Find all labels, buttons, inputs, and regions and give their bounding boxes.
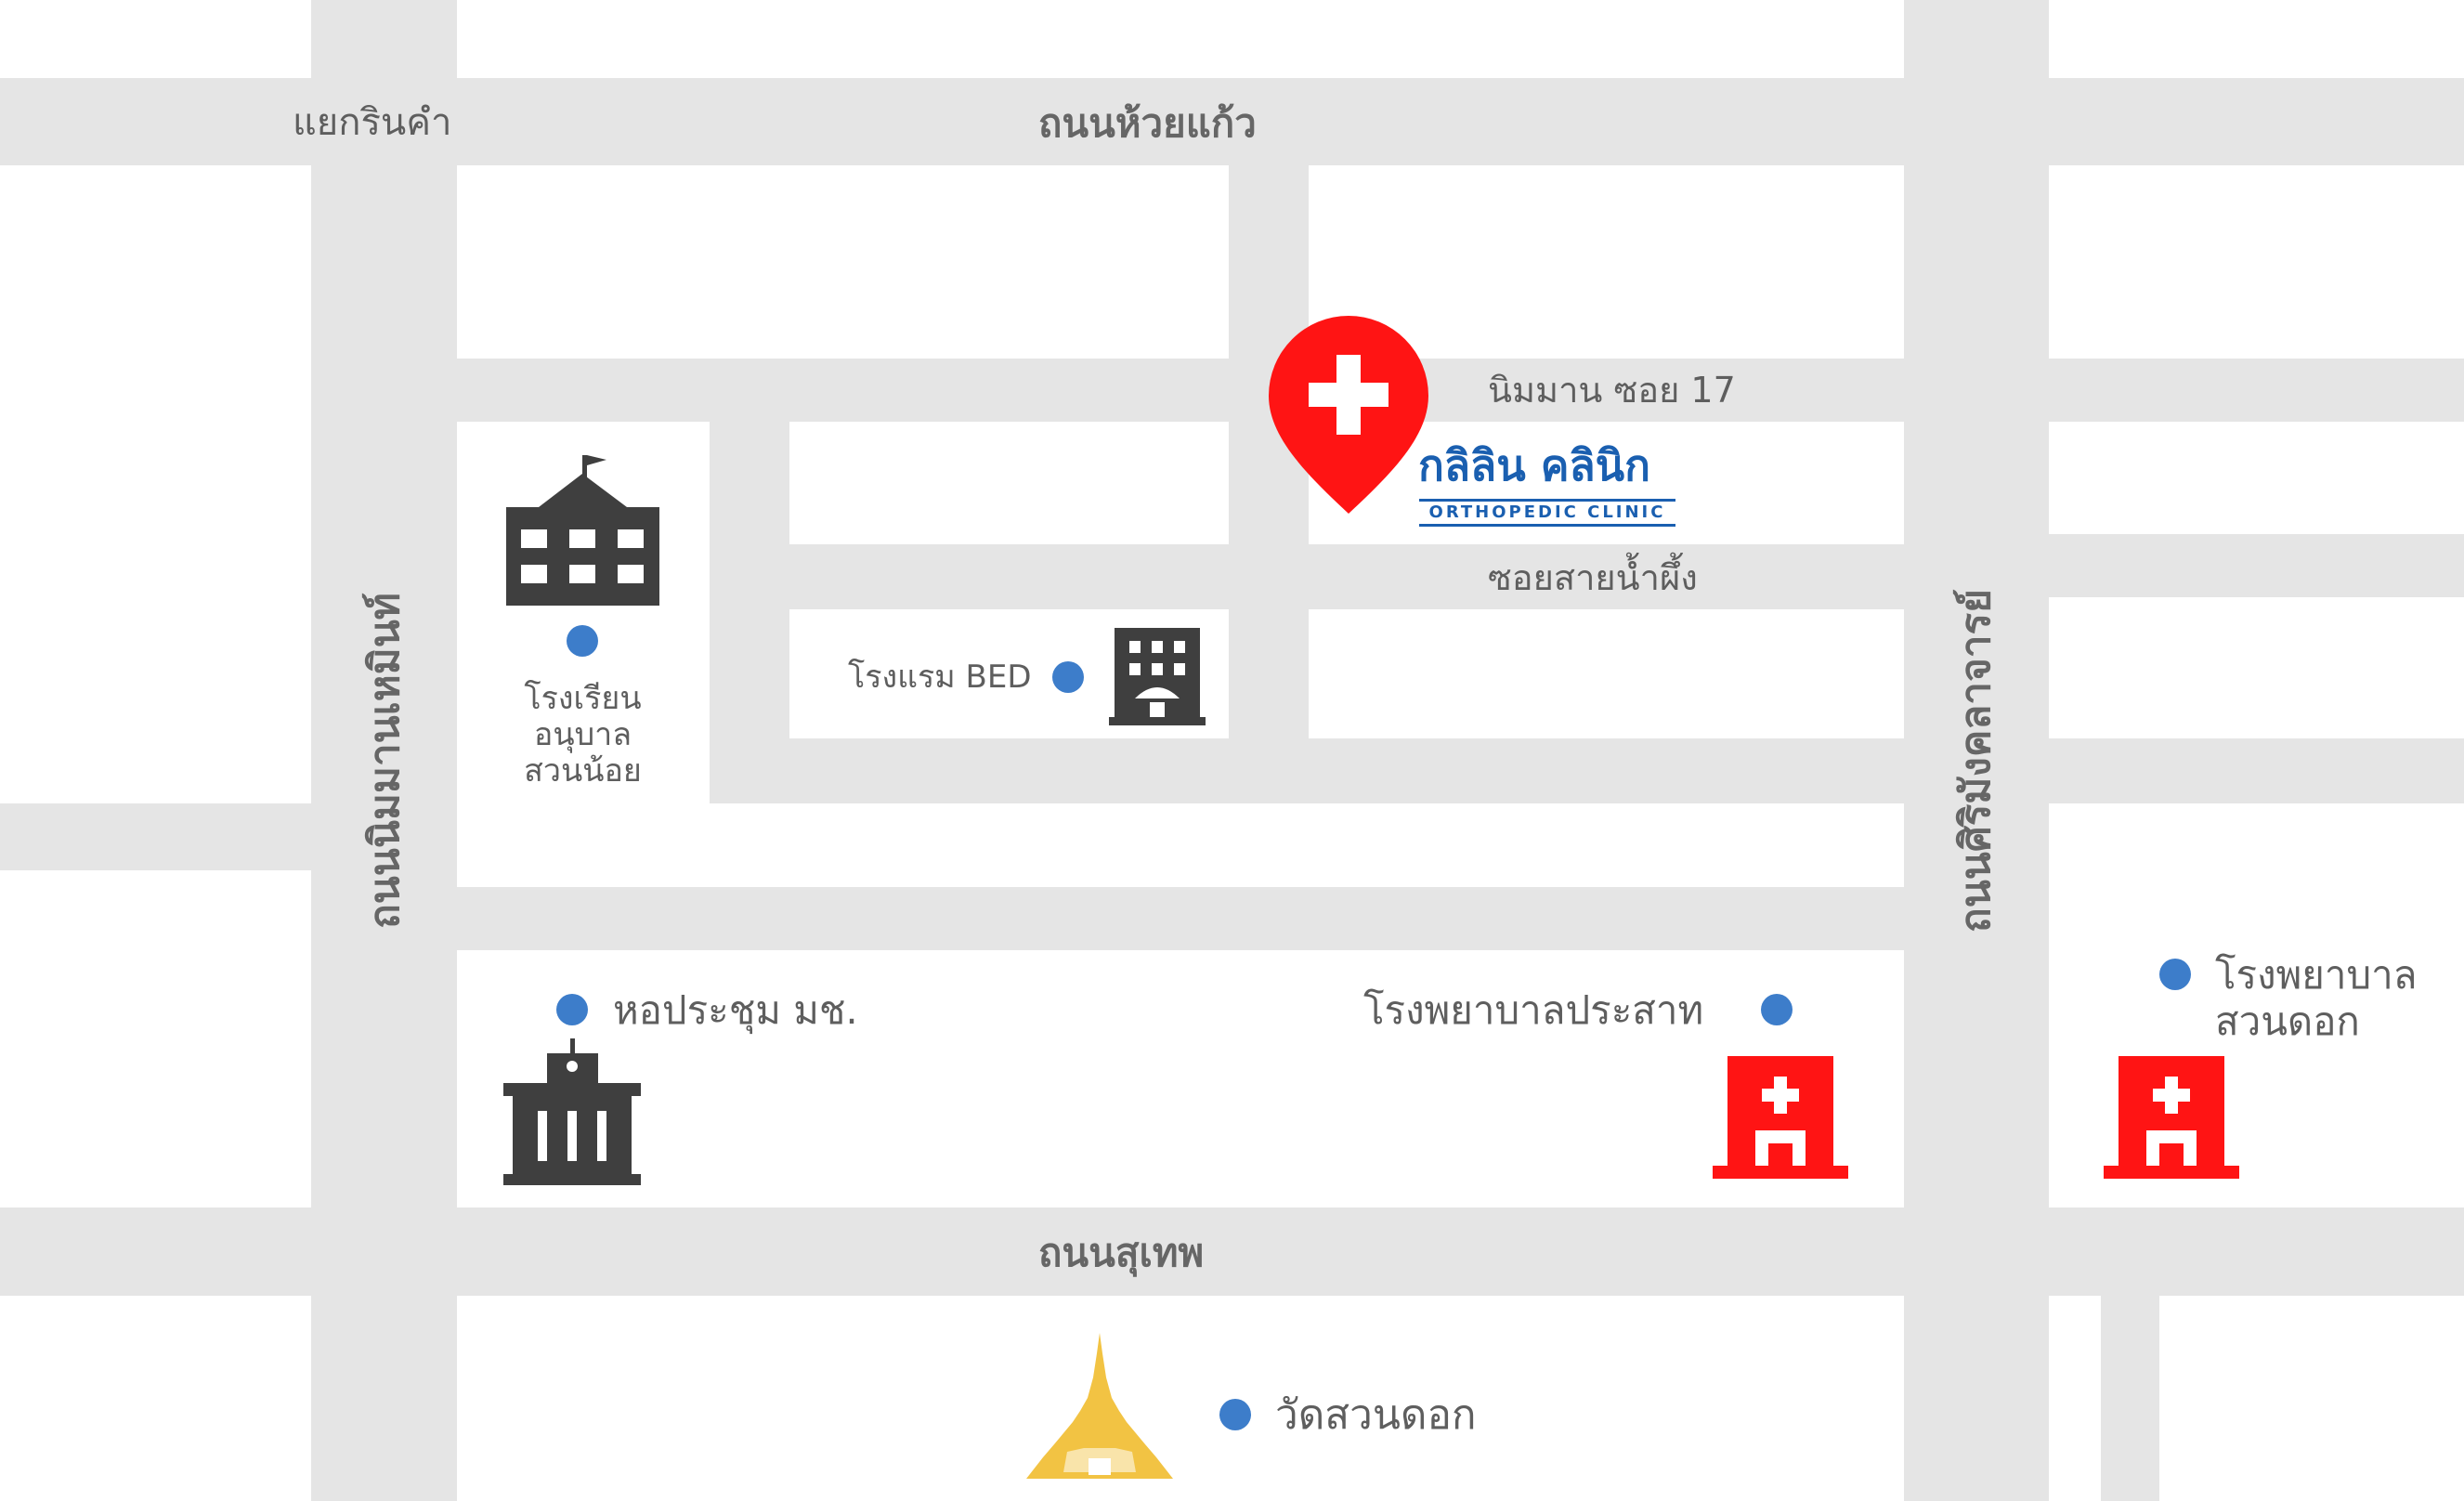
kindergarten-line-1: โรงเรียน — [524, 680, 642, 717]
road-label-siri-mangkalajarn: ถนนศิริมังคลาจารย์ — [1952, 589, 2000, 933]
kindergarten-line-3: สวนน้อย — [524, 752, 642, 790]
marker-dot-kindergarten — [567, 625, 598, 657]
road-east-2 — [2048, 534, 2464, 597]
road-east-stub — [2101, 1296, 2159, 1501]
road-label-huai-kaeo: ถนนห้วยแก้ว — [1038, 100, 1257, 146]
road-nimmanhaemin — [311, 0, 457, 1501]
temple-pagoda-icon — [1026, 1333, 1173, 1479]
road-soi-south — [711, 738, 1909, 803]
clinic-name-th: กลิลิน คลินิก — [1418, 440, 1650, 490]
marker-dot-suan-dok-hospital — [2159, 959, 2191, 990]
road-label-suthep: ถนนสุเทพ — [1038, 1230, 1205, 1275]
place-label-hotel: โรงแรม BED — [848, 659, 1032, 696]
place-label-kindergarten: โรงเรียน อนุบาล สวนน้อย — [483, 681, 683, 790]
road-label-nimman-soi-17: นิมมาน ซอย 17 — [1488, 370, 1736, 411]
place-label-suan-dok-hospital: โรงพยาบาล สวนดอก — [2215, 952, 2418, 1045]
hotel-building-icon — [1109, 628, 1206, 725]
road-east-1 — [2048, 359, 2464, 422]
road-mid-cross — [0, 803, 316, 870]
kindergarten-line-2: อนุบาล — [533, 716, 632, 753]
road-inner-central — [1229, 165, 1309, 803]
road-inner-west — [710, 422, 789, 803]
medical-cross-pin-icon[interactable] — [1269, 316, 1428, 514]
suan-dok-hospital-line-2: สวนดอก — [2215, 998, 2360, 1044]
hospital-icon — [1713, 1056, 1848, 1179]
clinic-name-en: ORTHOPEDIC CLINIC — [1419, 499, 1675, 527]
place-label-prasat-hospital: โรงพยาบาลประสาท — [1363, 987, 1704, 1033]
marker-dot-convention-hall — [556, 994, 588, 1025]
road-siri-mangkalajarn — [1904, 0, 2049, 1501]
place-label-wat-suan-dok: วัดสวนดอก — [1275, 1391, 1477, 1439]
road-nimman-soi-17 — [457, 359, 1906, 422]
road-label-soi-sai-nam-phueng: ซอยสายน้ำผึ้ง — [1488, 557, 1698, 598]
place-label-convention-hall: หอประชุม มช. — [613, 987, 858, 1033]
road-lower-cross — [457, 887, 1910, 950]
marker-dot-hotel — [1052, 661, 1084, 693]
hospital-icon — [2104, 1056, 2239, 1179]
road-east-3 — [2048, 738, 2464, 803]
hall-building-icon — [503, 1038, 641, 1185]
marker-dot-wat-suan-dok — [1219, 1399, 1251, 1430]
school-icon — [506, 455, 659, 606]
suan-dok-hospital-line-1: โรงพยาบาล — [2215, 952, 2418, 998]
marker-dot-prasat-hospital — [1761, 994, 1793, 1025]
intersection-label-rin-kham: แยกรินคำ — [293, 101, 452, 144]
road-soi-sai-nam-phueng — [789, 544, 1915, 609]
road-label-nimmanhaemin: ถนนนิมมานเหมินท์ — [361, 593, 409, 929]
